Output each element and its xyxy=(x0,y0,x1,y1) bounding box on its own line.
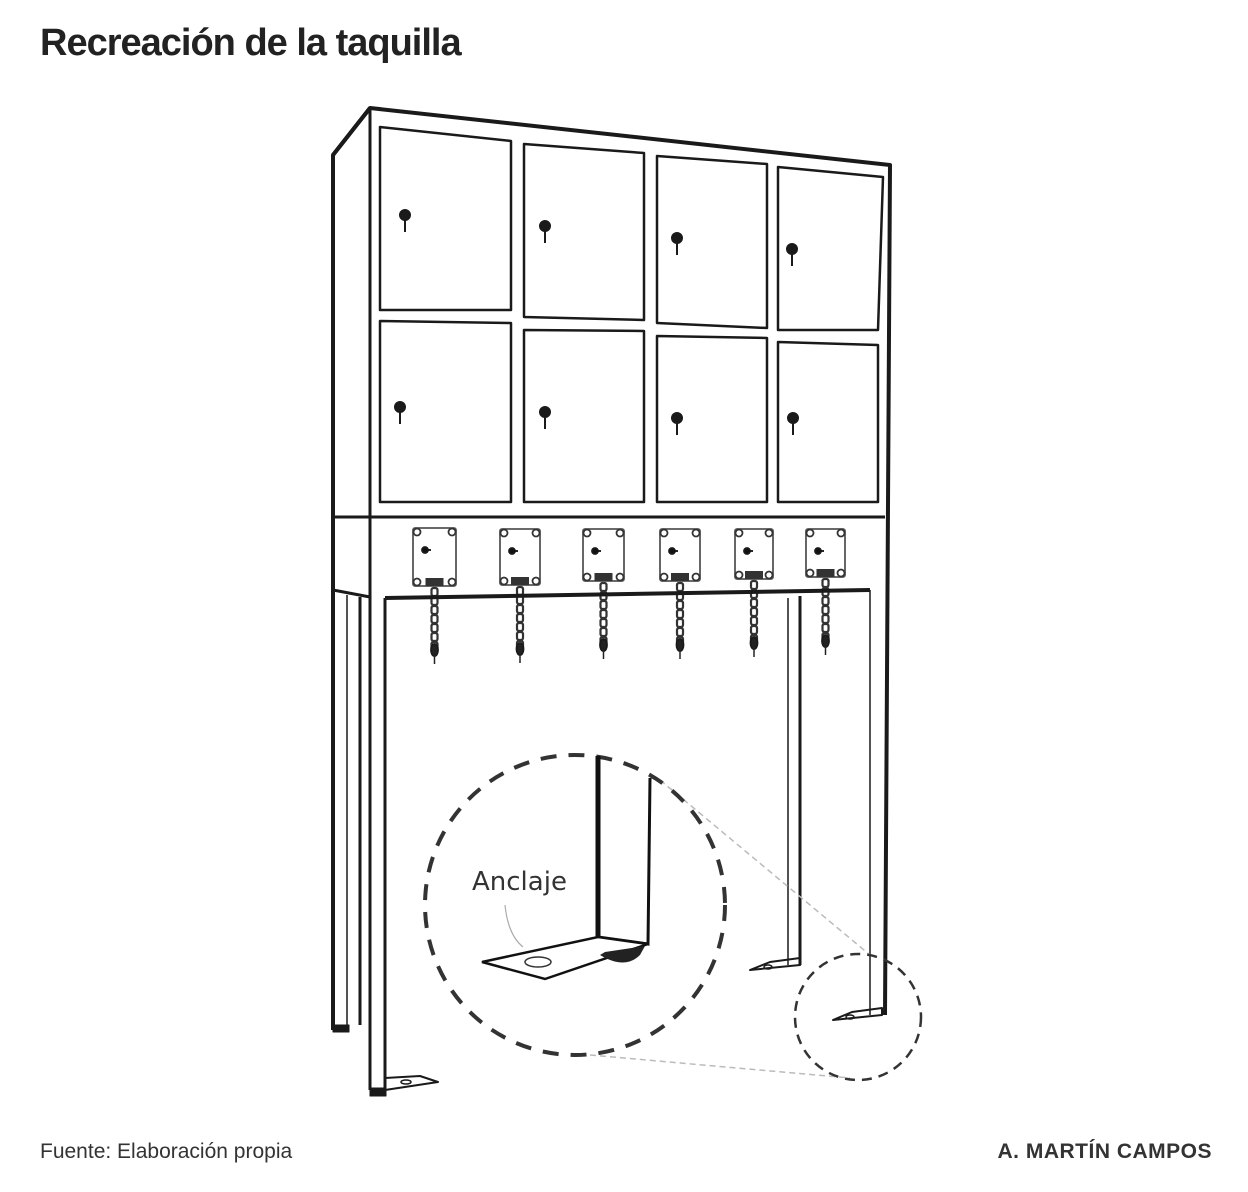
door xyxy=(776,340,880,504)
screw-icon xyxy=(582,528,592,538)
screw-icon xyxy=(447,577,457,587)
latch xyxy=(816,569,835,577)
chain-link xyxy=(749,624,759,636)
chain-link xyxy=(515,612,525,624)
screw-icon xyxy=(691,572,701,582)
chain-link xyxy=(749,597,759,609)
screw-icon xyxy=(412,577,422,587)
door xyxy=(655,334,769,504)
chain-link xyxy=(430,586,439,598)
chain-link xyxy=(749,615,759,627)
screw-icon xyxy=(582,572,592,582)
screw-icon xyxy=(734,570,744,580)
chain-link xyxy=(749,606,759,618)
chain-link xyxy=(675,608,685,620)
page-title: Recreación de la taquilla xyxy=(40,22,462,64)
chain-link xyxy=(515,630,525,642)
chain-link xyxy=(599,617,608,629)
screw-icon xyxy=(805,528,815,538)
screw-icon xyxy=(691,528,701,538)
lockbox xyxy=(499,528,541,586)
screw-icon xyxy=(615,572,625,582)
door xyxy=(522,328,646,504)
chain-link xyxy=(599,581,608,593)
door xyxy=(776,165,885,332)
chain-link xyxy=(675,599,685,611)
source-credit: Fuente: Elaboración propia xyxy=(40,1140,293,1163)
latch xyxy=(425,578,444,586)
foot-highlight-circle xyxy=(793,952,923,1082)
door xyxy=(522,142,646,322)
chain-link xyxy=(821,577,830,589)
chain-link xyxy=(821,595,830,607)
screw-icon xyxy=(412,527,422,537)
door xyxy=(655,154,769,330)
screw-icon xyxy=(447,527,457,537)
latch xyxy=(671,573,689,581)
chain-link xyxy=(430,604,439,616)
detail-callout: Anclaje xyxy=(423,753,923,1082)
chain-link xyxy=(515,603,525,615)
chain-link xyxy=(675,626,685,638)
door xyxy=(378,125,513,312)
door xyxy=(378,319,513,504)
detail-zoom-circle xyxy=(423,753,727,1057)
chain-link xyxy=(599,626,608,638)
screw-icon xyxy=(836,568,846,578)
screw-icon xyxy=(531,528,541,538)
chain-link xyxy=(599,599,608,611)
locker-doors xyxy=(378,125,885,504)
chain-link xyxy=(675,581,685,593)
screw-icon xyxy=(531,576,541,586)
latch xyxy=(594,573,613,581)
screw-icon xyxy=(499,576,509,586)
chain-link xyxy=(599,608,608,620)
frame-legs xyxy=(332,588,883,1097)
author-credit: A. MARTÍN CAMPOS xyxy=(997,1140,1212,1163)
chain-link xyxy=(821,622,830,634)
screw-icon xyxy=(734,528,744,538)
anchor-label: Anclaje xyxy=(472,867,567,897)
keyhole-icons xyxy=(394,209,799,435)
screw-icon xyxy=(764,570,774,580)
chain-link xyxy=(749,579,759,591)
screw-icon xyxy=(836,528,846,538)
screw-icon xyxy=(659,528,669,538)
screw-icon xyxy=(659,572,669,582)
lockbox xyxy=(412,527,457,587)
chain-link xyxy=(430,622,439,634)
chain-link xyxy=(821,604,830,616)
chain-link xyxy=(430,631,439,643)
screw-icon xyxy=(805,568,815,578)
screw-icon xyxy=(499,528,509,538)
screw-icon xyxy=(764,528,774,538)
chain-link xyxy=(430,613,439,625)
lockboxes xyxy=(412,527,846,664)
chain-link xyxy=(821,613,830,625)
chain-link xyxy=(675,617,685,629)
chain-link xyxy=(515,621,525,633)
latch xyxy=(511,577,529,585)
latch xyxy=(745,571,763,579)
cabinet-body xyxy=(331,106,892,1030)
screw-icon xyxy=(615,528,625,538)
